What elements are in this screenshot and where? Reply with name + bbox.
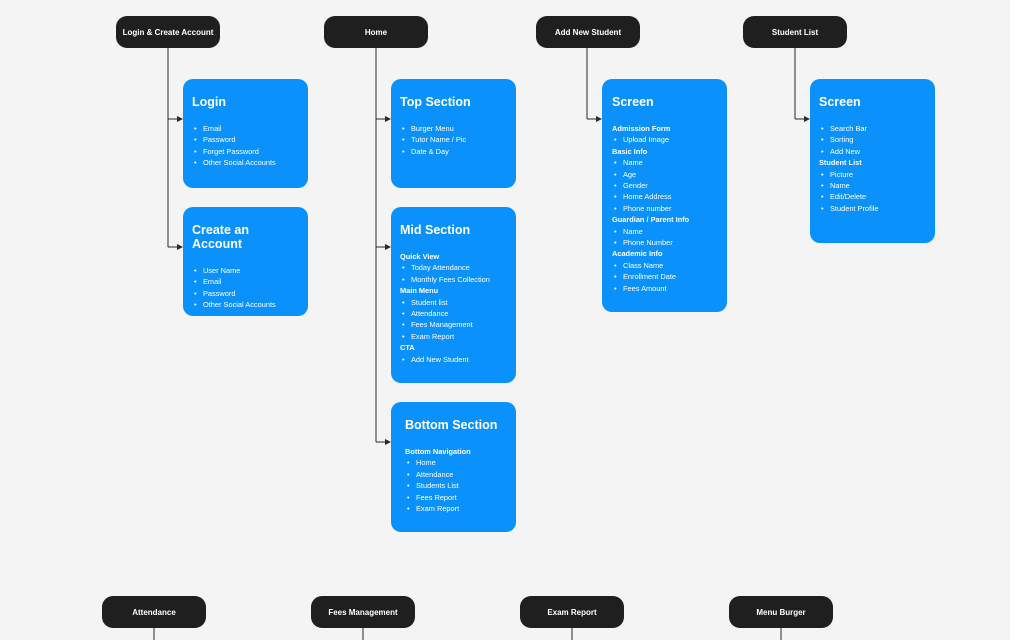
list-item: Other Social Accounts <box>192 157 300 169</box>
card-item-list: Quick View Today Attendance Monthly Fees… <box>400 251 508 365</box>
card-title: Screen <box>819 95 861 109</box>
node-menu-burger[interactable]: Menu Burger <box>729 596 833 628</box>
list-item: Email <box>192 276 300 288</box>
card-item-list: Admission Form Upload Image Basic Info N… <box>612 123 719 295</box>
card-title: Screen <box>612 95 654 109</box>
list-item: Email <box>192 123 300 135</box>
card-item-list: User Name Email Password Other Social Ac… <box>192 265 300 311</box>
list-item: Picture <box>819 169 927 181</box>
list-item: Fees Amount <box>612 283 719 295</box>
node-label: Fees Management <box>328 607 398 617</box>
list-item: Password <box>192 288 300 300</box>
list-item: Name <box>612 226 719 238</box>
list-item: Class Name <box>612 260 719 272</box>
node-student-list[interactable]: Student List <box>743 16 847 48</box>
node-attendance[interactable]: Attendance <box>102 596 206 628</box>
node-exam-report[interactable]: Exam Report <box>520 596 624 628</box>
list-item: Fees Report <box>405 492 508 504</box>
list-item: Phone Number <box>612 237 719 249</box>
card-item-list: Search Bar Sorting Add New Student List … <box>819 123 927 215</box>
list-subheading: Guardian / Parent Info <box>612 215 690 225</box>
node-login-create-account[interactable]: Login & Create Account <box>116 16 220 48</box>
list-item: Forget Password <box>192 146 300 158</box>
card-create-account: Create an Account User Name Email Passwo… <box>183 207 308 316</box>
list-item: Attendance <box>405 469 508 481</box>
list-subheading: Basic Info <box>612 146 648 156</box>
node-add-new-student[interactable]: Add New Student <box>536 16 640 48</box>
list-subheading: Academic Info <box>612 249 663 259</box>
list-item: Name <box>819 180 927 192</box>
node-label: Attendance <box>132 607 176 617</box>
list-item: Today Attendance <box>400 262 508 274</box>
list-item: User Name <box>192 265 300 277</box>
card-title: Top Section <box>400 95 471 109</box>
card-student-list-screen: Screen Search Bar Sorting Add New Studen… <box>810 79 935 243</box>
node-label: Exam Report <box>547 607 597 617</box>
list-item: Phone number <box>612 203 719 215</box>
list-item: Student Profile <box>819 203 927 215</box>
list-subheading: Admission Form <box>612 124 671 133</box>
list-item: Home <box>405 457 508 469</box>
list-item: Attendance <box>400 308 508 320</box>
list-item: Monthly Fees Collection <box>400 274 508 286</box>
node-label: Student List <box>771 27 819 37</box>
list-subheading: Bottom Navigation <box>405 447 471 456</box>
node-label: Home <box>364 27 388 37</box>
card-title: Mid Section <box>400 223 471 237</box>
list-item: Tutor Name / Pic <box>400 134 508 146</box>
list-item: Age <box>612 169 719 181</box>
card-bottom-section: Bottom Section Bottom Navigation Home At… <box>391 402 516 532</box>
list-item: Student list <box>400 297 508 309</box>
list-item: Enrollment Date <box>612 271 719 283</box>
list-item: Burger Menu <box>400 123 508 135</box>
card-title: Login <box>192 95 227 109</box>
list-item: Exam Report <box>405 503 508 515</box>
card-item-list: Email Password Forget Password Other Soc… <box>192 123 300 169</box>
node-fees-management[interactable]: Fees Management <box>311 596 415 628</box>
list-item: Edit/Delete <box>819 191 927 203</box>
list-item: Exam Report <box>400 331 508 343</box>
card-title: Bottom Section <box>405 418 498 432</box>
card-top-section: Top Section Burger Menu Tutor Name / Pic… <box>391 79 516 188</box>
node-home[interactable]: Home <box>324 16 428 48</box>
list-item: Fees Management <box>400 319 508 331</box>
list-subheading: Student List <box>819 158 862 168</box>
node-label: Menu Burger <box>756 607 806 617</box>
card-item-list: Burger Menu Tutor Name / Pic Date & Day <box>400 123 508 158</box>
card-mid-section: Mid Section Quick View Today Attendance … <box>391 207 516 383</box>
list-item: Sorting <box>819 134 927 146</box>
card-title: Create an Account <box>192 223 249 251</box>
list-item: Date & Day <box>400 146 508 158</box>
list-item: Search Bar <box>819 123 927 135</box>
node-label: Add New Student <box>554 27 622 37</box>
list-item: Other Social Accounts <box>192 299 300 311</box>
list-subheading: Quick View <box>400 252 440 261</box>
list-item: Add New Student <box>400 354 508 366</box>
list-item: Home Address <box>612 191 719 203</box>
list-item: Name <box>612 157 719 169</box>
list-item: Upload Image <box>612 134 719 146</box>
list-item: Students List <box>405 480 508 492</box>
list-item: Password <box>192 134 300 146</box>
list-subheading: Main Menu <box>400 286 439 296</box>
list-item: Gender <box>612 180 719 192</box>
card-add-student-screen: Screen Admission Form Upload Image Basic… <box>602 79 727 312</box>
list-subheading: CTA <box>400 343 415 353</box>
list-item: Add New <box>819 146 927 158</box>
card-item-list: Bottom Navigation Home Attendance Studen… <box>405 446 508 515</box>
canvas-edge <box>1010 0 1024 640</box>
card-login: Login Email Password Forget Password Oth… <box>183 79 308 188</box>
node-label: Login & Create Account <box>122 27 214 37</box>
